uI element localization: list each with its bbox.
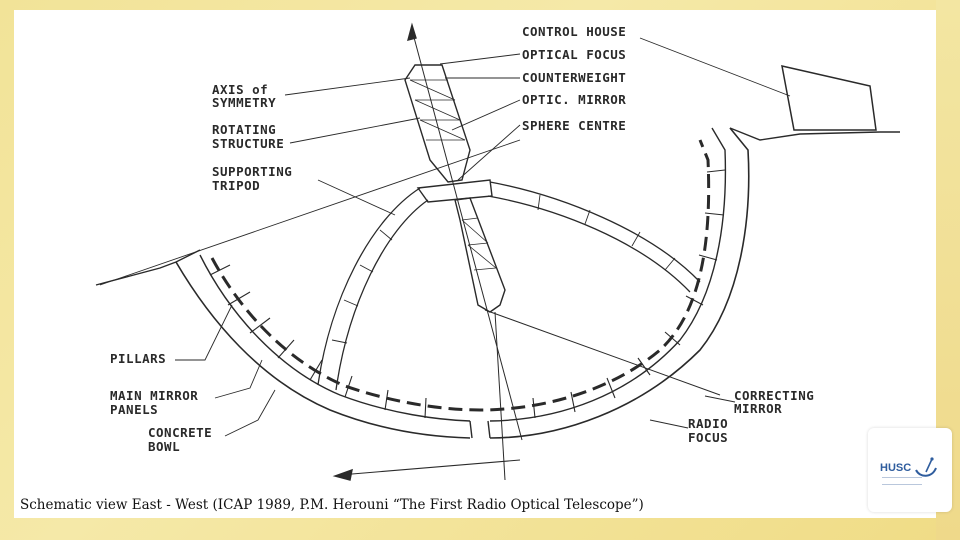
figure-caption: Schematic view East - West (ICAP 1989, P… [20,497,644,513]
mirror-guide [484,309,721,396]
label-symmetry: SYMMETRY [212,95,276,110]
label-control-house: CONTROL HOUSE [522,24,626,39]
axis-arrow [407,22,417,41]
ground-line-left [95,249,201,286]
label-sphere-centre: SPHERE CENTRE [522,118,626,133]
label-radio: RADIO [688,416,728,431]
label-rotating: ROTATING [212,122,276,137]
telescope-diagram: CONTROL HOUSE OPTICAL FOCUS COUNTERWEIGH… [95,22,900,481]
label-pillars: PILLARS [110,351,166,366]
bowl-gap-left [469,420,473,439]
label-counterweight: COUNTERWEIGHT [522,70,626,85]
axis-of-symmetry [411,29,523,441]
label-correcting: CORRECTING [734,388,814,403]
radio-guide [494,311,506,481]
tripod-leg-right [489,181,701,283]
lower-truss [461,217,497,271]
rotating-truss [409,79,466,141]
main-mirror-panels [210,139,711,412]
tripod-crossbar [416,179,493,203]
label-concrete: CONCRETE [148,425,212,440]
tripod-leg-right-b [487,195,691,293]
tripod-truss [331,194,676,344]
label-supporting: SUPPORTING [212,164,292,179]
telescope-logo-icon [915,457,937,477]
rotating-structure [404,64,471,183]
label-focus: FOCUS [688,430,728,445]
logo-card: HUSC [868,428,952,512]
label-structure: STRUCTURE [212,136,284,151]
lower-structure [454,197,506,313]
pillars [209,169,726,419]
control-house [781,65,877,131]
label-tripod: TRIPOD [212,178,260,193]
label-mirror: MIRROR [734,401,782,416]
ground-line-right [729,127,900,141]
bowl-gap-right [487,420,491,439]
label-axis-of: AXIS of [212,82,268,97]
label-optic-mirror: OPTIC. MIRROR [522,92,626,107]
bottom-arrow [339,459,521,476]
leader-lines [99,37,791,437]
label-main-mirror: MAIN MIRROR [110,388,198,403]
tripod-leg-left-b [335,199,429,391]
concrete-bowl-right [489,127,750,439]
concrete-bowl-inner-right [489,127,727,422]
logo-text: HUSC [880,462,912,474]
figure-panel: CONTROL HOUSE OPTICAL FOCUS COUNTERWEIGH… [14,10,936,518]
concrete-bowl [175,261,471,439]
concrete-bowl-inner [199,254,471,422]
label-optical-focus: OPTICAL FOCUS [522,47,626,62]
logo-subtitle-lines [882,477,922,485]
label-bowl: BOWL [148,439,180,454]
bottom-arrowhead [332,468,353,481]
tripod-leg-left [317,187,421,386]
label-panels: PANELS [110,402,158,417]
